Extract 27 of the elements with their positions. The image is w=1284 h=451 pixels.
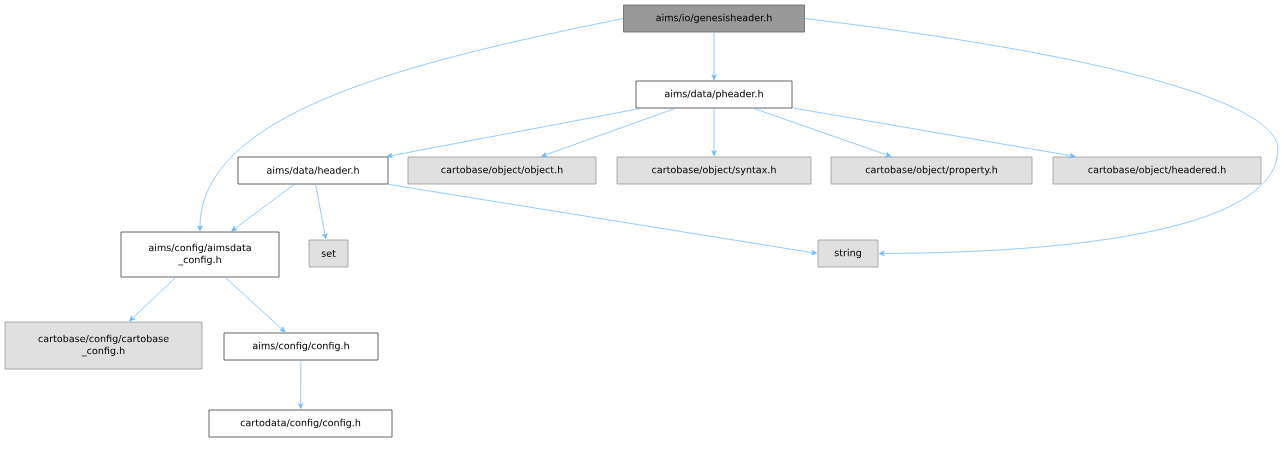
arrow — [753, 108, 892, 158]
arrow — [388, 184, 818, 256]
arrow — [541, 108, 676, 157]
file-box: set — [308, 239, 349, 268]
arrow — [231, 184, 295, 232]
file-box: cartobase/config/cartobase _config.h — [4, 321, 203, 370]
file-box: cartobase/object/object.h — [407, 156, 597, 185]
arrow — [792, 107, 1076, 159]
file-box: cartobase/object/property.h — [830, 156, 1033, 185]
file-box: cartodata/config/config.h — [208, 409, 393, 438]
arrow — [129, 277, 177, 322]
file-box: string — [817, 239, 879, 268]
arrow — [386, 108, 642, 158]
arrow — [711, 108, 717, 157]
file-box: cartobase/object/syntax.h — [616, 156, 812, 185]
file-box: aims/config/aimsdata _config.h — [120, 231, 280, 278]
arrow — [804, 18, 1279, 256]
file-box: aims/data/header.h — [237, 156, 389, 185]
file-box: cartobase/object/headered.h — [1052, 156, 1262, 185]
file-box: aims/config/config.h — [223, 332, 379, 361]
arrow — [224, 277, 286, 333]
arrow — [197, 18, 624, 232]
file-box: aims/data/pheader.h — [635, 80, 793, 109]
file-box: aims/io/genesisheader.h — [623, 4, 805, 33]
arrow — [315, 184, 328, 240]
arrow — [298, 360, 304, 410]
arrow — [711, 32, 717, 81]
